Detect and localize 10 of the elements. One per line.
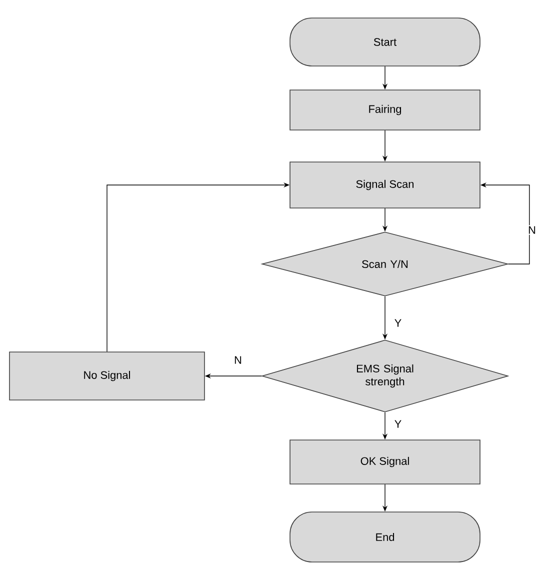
edge-label: N [527,225,537,235]
terminal-box: End [290,512,480,562]
terminal-box: Start [290,18,480,66]
edge-label: Y [393,318,403,328]
edge-label: N [233,355,243,365]
process-box: Signal Scan [290,162,480,208]
process-box: Fairing [290,90,480,130]
process-box: OK Signal [290,440,480,484]
process-box: No Signal [9,352,205,400]
edge-label: Y [393,419,403,429]
